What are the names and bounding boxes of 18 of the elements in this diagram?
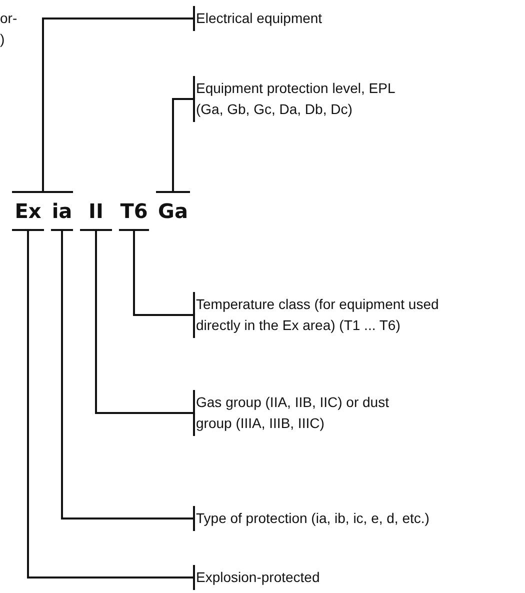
description-text: Electrical equipment <box>196 8 496 29</box>
cut-off-text: or- ) <box>0 9 18 49</box>
leader-line <box>155 75 195 193</box>
marking-code: T6 <box>119 198 149 224</box>
description-text: Equipment protection level, EPL (Ga, Gb, Gc, Da, Db, Dc) <box>196 78 411 120</box>
description-text: Type of protection (ia, ib, ic, e, d, etc.) <box>196 508 516 529</box>
marking-code: II <box>80 198 112 224</box>
leader-line <box>11 229 195 591</box>
leader-line <box>79 229 195 437</box>
description-text: Temperature class (for equipment used directly in the Ex area) (T1 ... T6) <box>196 294 486 336</box>
marking-code: Ga <box>156 198 190 224</box>
leader-line <box>50 229 195 532</box>
description-text: Gas group (IIA, IIB, IIC) or dust group (IIIA, IIIB, IIIC) <box>196 392 406 434</box>
marking-code: ia <box>51 198 73 224</box>
description-text: Explosion-protected <box>196 567 496 588</box>
leader-line <box>11 5 195 193</box>
marking-code: Ex <box>12 198 44 224</box>
leader-line <box>118 229 195 339</box>
